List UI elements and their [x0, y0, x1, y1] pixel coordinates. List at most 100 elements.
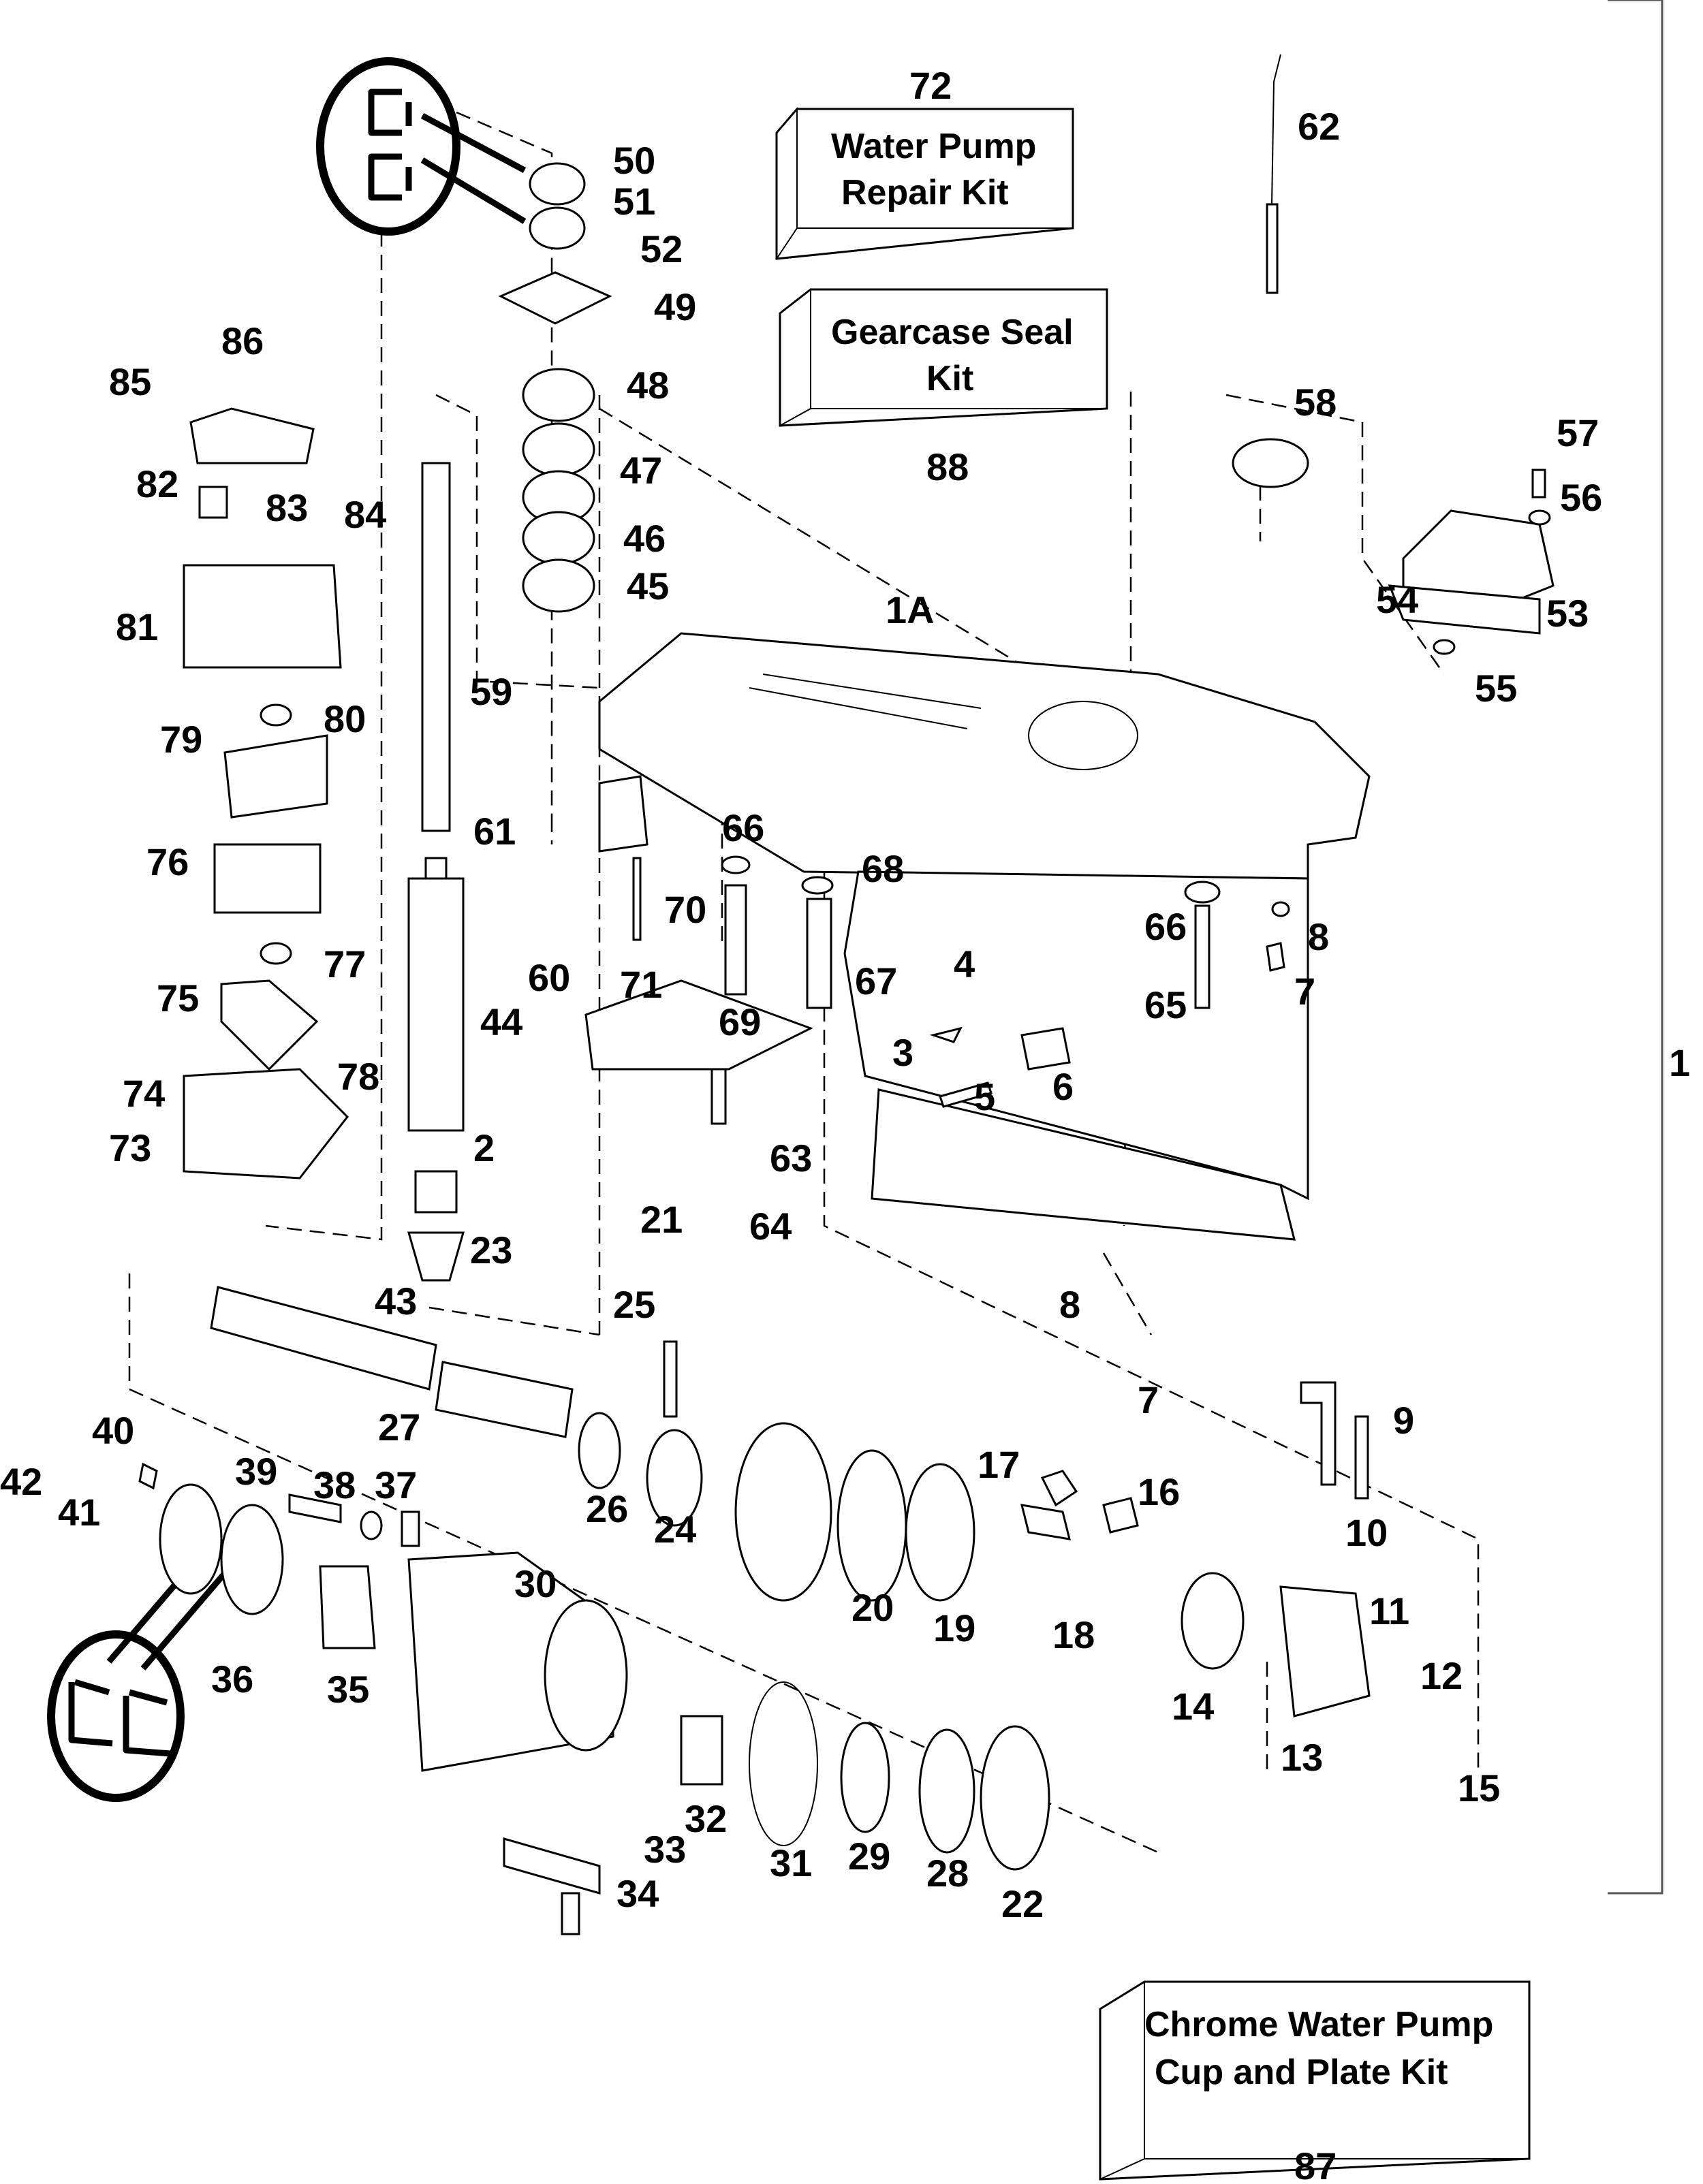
callout-86[interactable]: 86 — [221, 319, 264, 362]
callout-36[interactable]: 36 — [211, 1658, 253, 1700]
callout-8-lower[interactable]: 8 — [1059, 1283, 1080, 1326]
callout-45[interactable]: 45 — [627, 565, 669, 607]
callout-79[interactable]: 79 — [160, 718, 202, 761]
callout-54[interactable]: 54 — [1376, 578, 1418, 621]
callout-11[interactable]: 11 — [1369, 1589, 1409, 1632]
callout-69[interactable]: 69 — [719, 1000, 761, 1043]
callout-18[interactable]: 18 — [1052, 1613, 1095, 1656]
callout-35[interactable]: 35 — [327, 1668, 369, 1711]
callout-58[interactable]: 58 — [1294, 381, 1337, 424]
water-pump-parts[interactable] — [183, 162, 612, 1180]
callout-20[interactable]: 20 — [852, 1586, 894, 1629]
callout-73[interactable]: 73 — [109, 1126, 151, 1169]
callout-34[interactable]: 34 — [616, 1872, 659, 1915]
callout-63[interactable]: 63 — [770, 1137, 812, 1180]
callout-84[interactable]: 84 — [344, 493, 386, 536]
callout-21[interactable]: 21 — [640, 1198, 683, 1241]
callout-12[interactable]: 12 — [1420, 1654, 1463, 1697]
callout-78[interactable]: 78 — [337, 1055, 379, 1098]
callout-62[interactable]: 62 — [1298, 105, 1340, 148]
callout-52[interactable]: 52 — [640, 227, 683, 270]
callout-7[interactable]: 7 — [1294, 970, 1315, 1013]
bearing-carrier-assembly[interactable] — [138, 1462, 1050, 1935]
callout-13[interactable]: 13 — [1281, 1736, 1323, 1779]
callout-19[interactable]: 19 — [933, 1607, 975, 1649]
callout-29[interactable]: 29 — [848, 1835, 890, 1878]
callout-5[interactable]: 5 — [974, 1075, 995, 1118]
kit-chrome-water-pump[interactable]: Chrome Water Pump Cup and Plate Kit — [1099, 1980, 1531, 2181]
callout-31[interactable]: 31 — [770, 1841, 812, 1884]
callout-10[interactable]: 10 — [1345, 1511, 1388, 1554]
callout-64[interactable]: 64 — [749, 1205, 792, 1248]
callout-85[interactable]: 85 — [109, 360, 151, 403]
callout-83[interactable]: 83 — [266, 486, 308, 529]
callout-87[interactable]: 87 — [1294, 2145, 1337, 2184]
callout-17[interactable]: 17 — [978, 1443, 1020, 1486]
callout-59[interactable]: 59 — [470, 670, 512, 713]
callout-7-lower[interactable]: 7 — [1138, 1378, 1159, 1421]
callout-32[interactable]: 32 — [685, 1797, 727, 1840]
driveshaft-assembly[interactable] — [407, 462, 465, 1282]
callout-38[interactable]: 38 — [313, 1463, 356, 1506]
callout-57[interactable]: 57 — [1557, 411, 1599, 454]
callout-2[interactable]: 2 — [473, 1126, 495, 1169]
callout-43[interactable]: 43 — [375, 1280, 417, 1323]
mid-gearcase-parts[interactable] — [584, 775, 1290, 1125]
callout-9[interactable]: 9 — [1393, 1399, 1414, 1442]
callout-51[interactable]: 51 — [613, 180, 655, 223]
callout-49[interactable]: 49 — [654, 285, 696, 328]
callout-41[interactable]: 41 — [58, 1491, 100, 1534]
callout-60[interactable]: 60 — [528, 956, 570, 999]
callout-40[interactable]: 40 — [92, 1409, 134, 1452]
callout-47[interactable]: 47 — [620, 449, 662, 492]
callout-66[interactable]: 66 — [722, 806, 764, 849]
callout-14[interactable]: 14 — [1172, 1685, 1214, 1728]
callout-61[interactable]: 61 — [473, 810, 516, 853]
callout-6[interactable]: 6 — [1052, 1065, 1074, 1108]
callout-53[interactable]: 53 — [1546, 592, 1589, 635]
callout-28[interactable]: 28 — [926, 1852, 969, 1895]
callout-81[interactable]: 81 — [116, 605, 158, 648]
callout-76[interactable]: 76 — [146, 840, 189, 883]
callout-3[interactable]: 3 — [892, 1031, 913, 1074]
callout-27[interactable]: 27 — [378, 1406, 420, 1449]
kit-water-pump-repair[interactable]: Water Pump Repair Kit — [775, 107, 1074, 260]
callout-24[interactable]: 24 — [654, 1508, 696, 1551]
callout-66-right[interactable]: 66 — [1144, 905, 1187, 948]
callout-44[interactable]: 44 — [480, 1000, 522, 1043]
callout-50[interactable]: 50 — [613, 139, 655, 182]
callout-23[interactable]: 23 — [470, 1229, 512, 1271]
callout-22[interactable]: 22 — [1001, 1882, 1044, 1925]
callout-42[interactable]: 42 — [0, 1460, 42, 1503]
callout-48[interactable]: 48 — [627, 364, 669, 407]
callout-82[interactable]: 82 — [136, 462, 178, 505]
callout-25[interactable]: 25 — [613, 1283, 655, 1326]
callout-70[interactable]: 70 — [664, 888, 706, 931]
callout-16[interactable]: 16 — [1138, 1470, 1180, 1513]
callout-71[interactable]: 71 — [620, 963, 662, 1006]
callout-77[interactable]: 77 — [324, 943, 366, 985]
callout-55[interactable]: 55 — [1475, 667, 1517, 710]
callout-37[interactable]: 37 — [375, 1463, 417, 1506]
callout-74[interactable]: 74 — [123, 1072, 165, 1115]
callout-80[interactable]: 80 — [324, 697, 366, 740]
callout-1a[interactable]: 1A — [886, 588, 935, 631]
callout-1[interactable]: 1 — [1669, 1041, 1690, 1084]
callout-15[interactable]: 15 — [1458, 1767, 1500, 1809]
callout-33[interactable]: 33 — [644, 1828, 686, 1871]
gearcase-housing-1a[interactable] — [598, 632, 1371, 1241]
callout-65[interactable]: 65 — [1144, 983, 1187, 1026]
callout-88[interactable]: 88 — [926, 445, 969, 488]
propshaft-assembly[interactable] — [210, 1286, 1371, 1718]
callout-8[interactable]: 8 — [1308, 915, 1329, 958]
callout-72[interactable]: 72 — [909, 64, 952, 107]
callout-26[interactable]: 26 — [586, 1487, 628, 1530]
upper-right-parts[interactable] — [1232, 54, 1554, 1486]
callout-39[interactable]: 39 — [235, 1450, 277, 1493]
kit-gearcase-seal[interactable]: Gearcase Seal Kit — [779, 287, 1108, 427]
callout-30[interactable]: 30 — [514, 1562, 557, 1605]
callout-46[interactable]: 46 — [623, 517, 666, 560]
callout-4[interactable]: 4 — [954, 943, 975, 985]
callout-68[interactable]: 68 — [862, 847, 904, 890]
callout-67[interactable]: 67 — [855, 960, 897, 1002]
